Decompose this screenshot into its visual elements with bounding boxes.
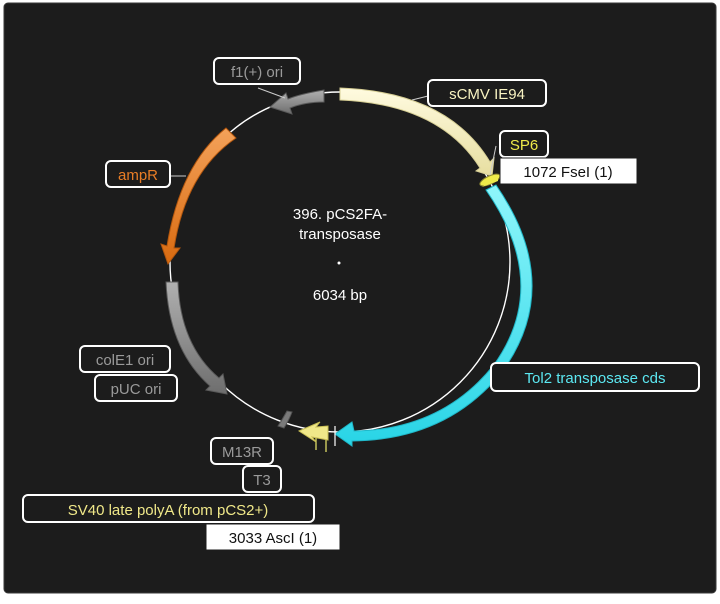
label-ampr[interactable]: ampR <box>105 160 171 188</box>
svg-text:SV40 late polyA (from pCS2+): SV40 late polyA (from pCS2+) <box>68 502 269 519</box>
feature-arrow-f1-ori[interactable] <box>269 89 325 115</box>
label-asci-site[interactable]: 3033 AscI (1) <box>205 523 341 551</box>
svg-text:colE1 ori: colE1 ori <box>96 352 154 369</box>
center-dot <box>337 261 341 265</box>
leader-line <box>257 87 286 99</box>
sp6-arrowhead <box>482 175 498 187</box>
feature-arrow-sv40[interactable] <box>297 421 329 443</box>
plasmid-name-line2: transposase <box>299 226 381 243</box>
svg-text:sCMV IE94: sCMV IE94 <box>449 86 525 103</box>
label-fsei-site[interactable]: 1072 FseI (1) <box>499 157 638 185</box>
svg-text:ampR: ampR <box>118 167 158 184</box>
svg-text:Tol2 transposase cds: Tol2 transposase cds <box>525 370 666 387</box>
svg-text:3033 AscI (1): 3033 AscI (1) <box>229 530 317 547</box>
plasmid-size: 6034 bp <box>313 287 367 304</box>
svg-text:M13R: M13R <box>222 444 262 461</box>
label-scmv[interactable]: sCMV IE94 <box>427 79 547 107</box>
feature-arrow-ampr[interactable] <box>160 127 237 266</box>
label-m13r[interactable]: M13R <box>210 437 274 465</box>
svg-text:pUC ori: pUC ori <box>111 381 162 398</box>
plasmid-name-line1: 396. pCS2FA- <box>293 206 387 223</box>
svg-text:SP6: SP6 <box>510 137 538 154</box>
label-sp6[interactable]: SP6 <box>499 130 549 158</box>
label-tol2[interactable]: Tol2 transposase cds <box>490 362 700 392</box>
feature-arrow-tol2[interactable] <box>334 184 533 447</box>
label-puc-ori[interactable]: pUC ori <box>94 374 178 402</box>
label-t3[interactable]: T3 <box>242 465 282 493</box>
svg-text:f1(+) ori: f1(+) ori <box>231 64 283 81</box>
feature-m13r[interactable] <box>277 410 293 429</box>
svg-text:T3: T3 <box>253 472 271 489</box>
label-sv40-polya[interactable]: SV40 late polyA (from pCS2+) <box>22 494 315 523</box>
svg-text:1072 FseI (1): 1072 FseI (1) <box>523 164 612 181</box>
leader-line <box>411 95 429 101</box>
leader-line <box>489 145 497 176</box>
feature-arrow-puc-ori[interactable] <box>165 281 228 395</box>
label-f1-ori[interactable]: f1(+) ori <box>213 57 301 85</box>
label-cole1-ori[interactable]: colE1 ori <box>79 345 171 373</box>
